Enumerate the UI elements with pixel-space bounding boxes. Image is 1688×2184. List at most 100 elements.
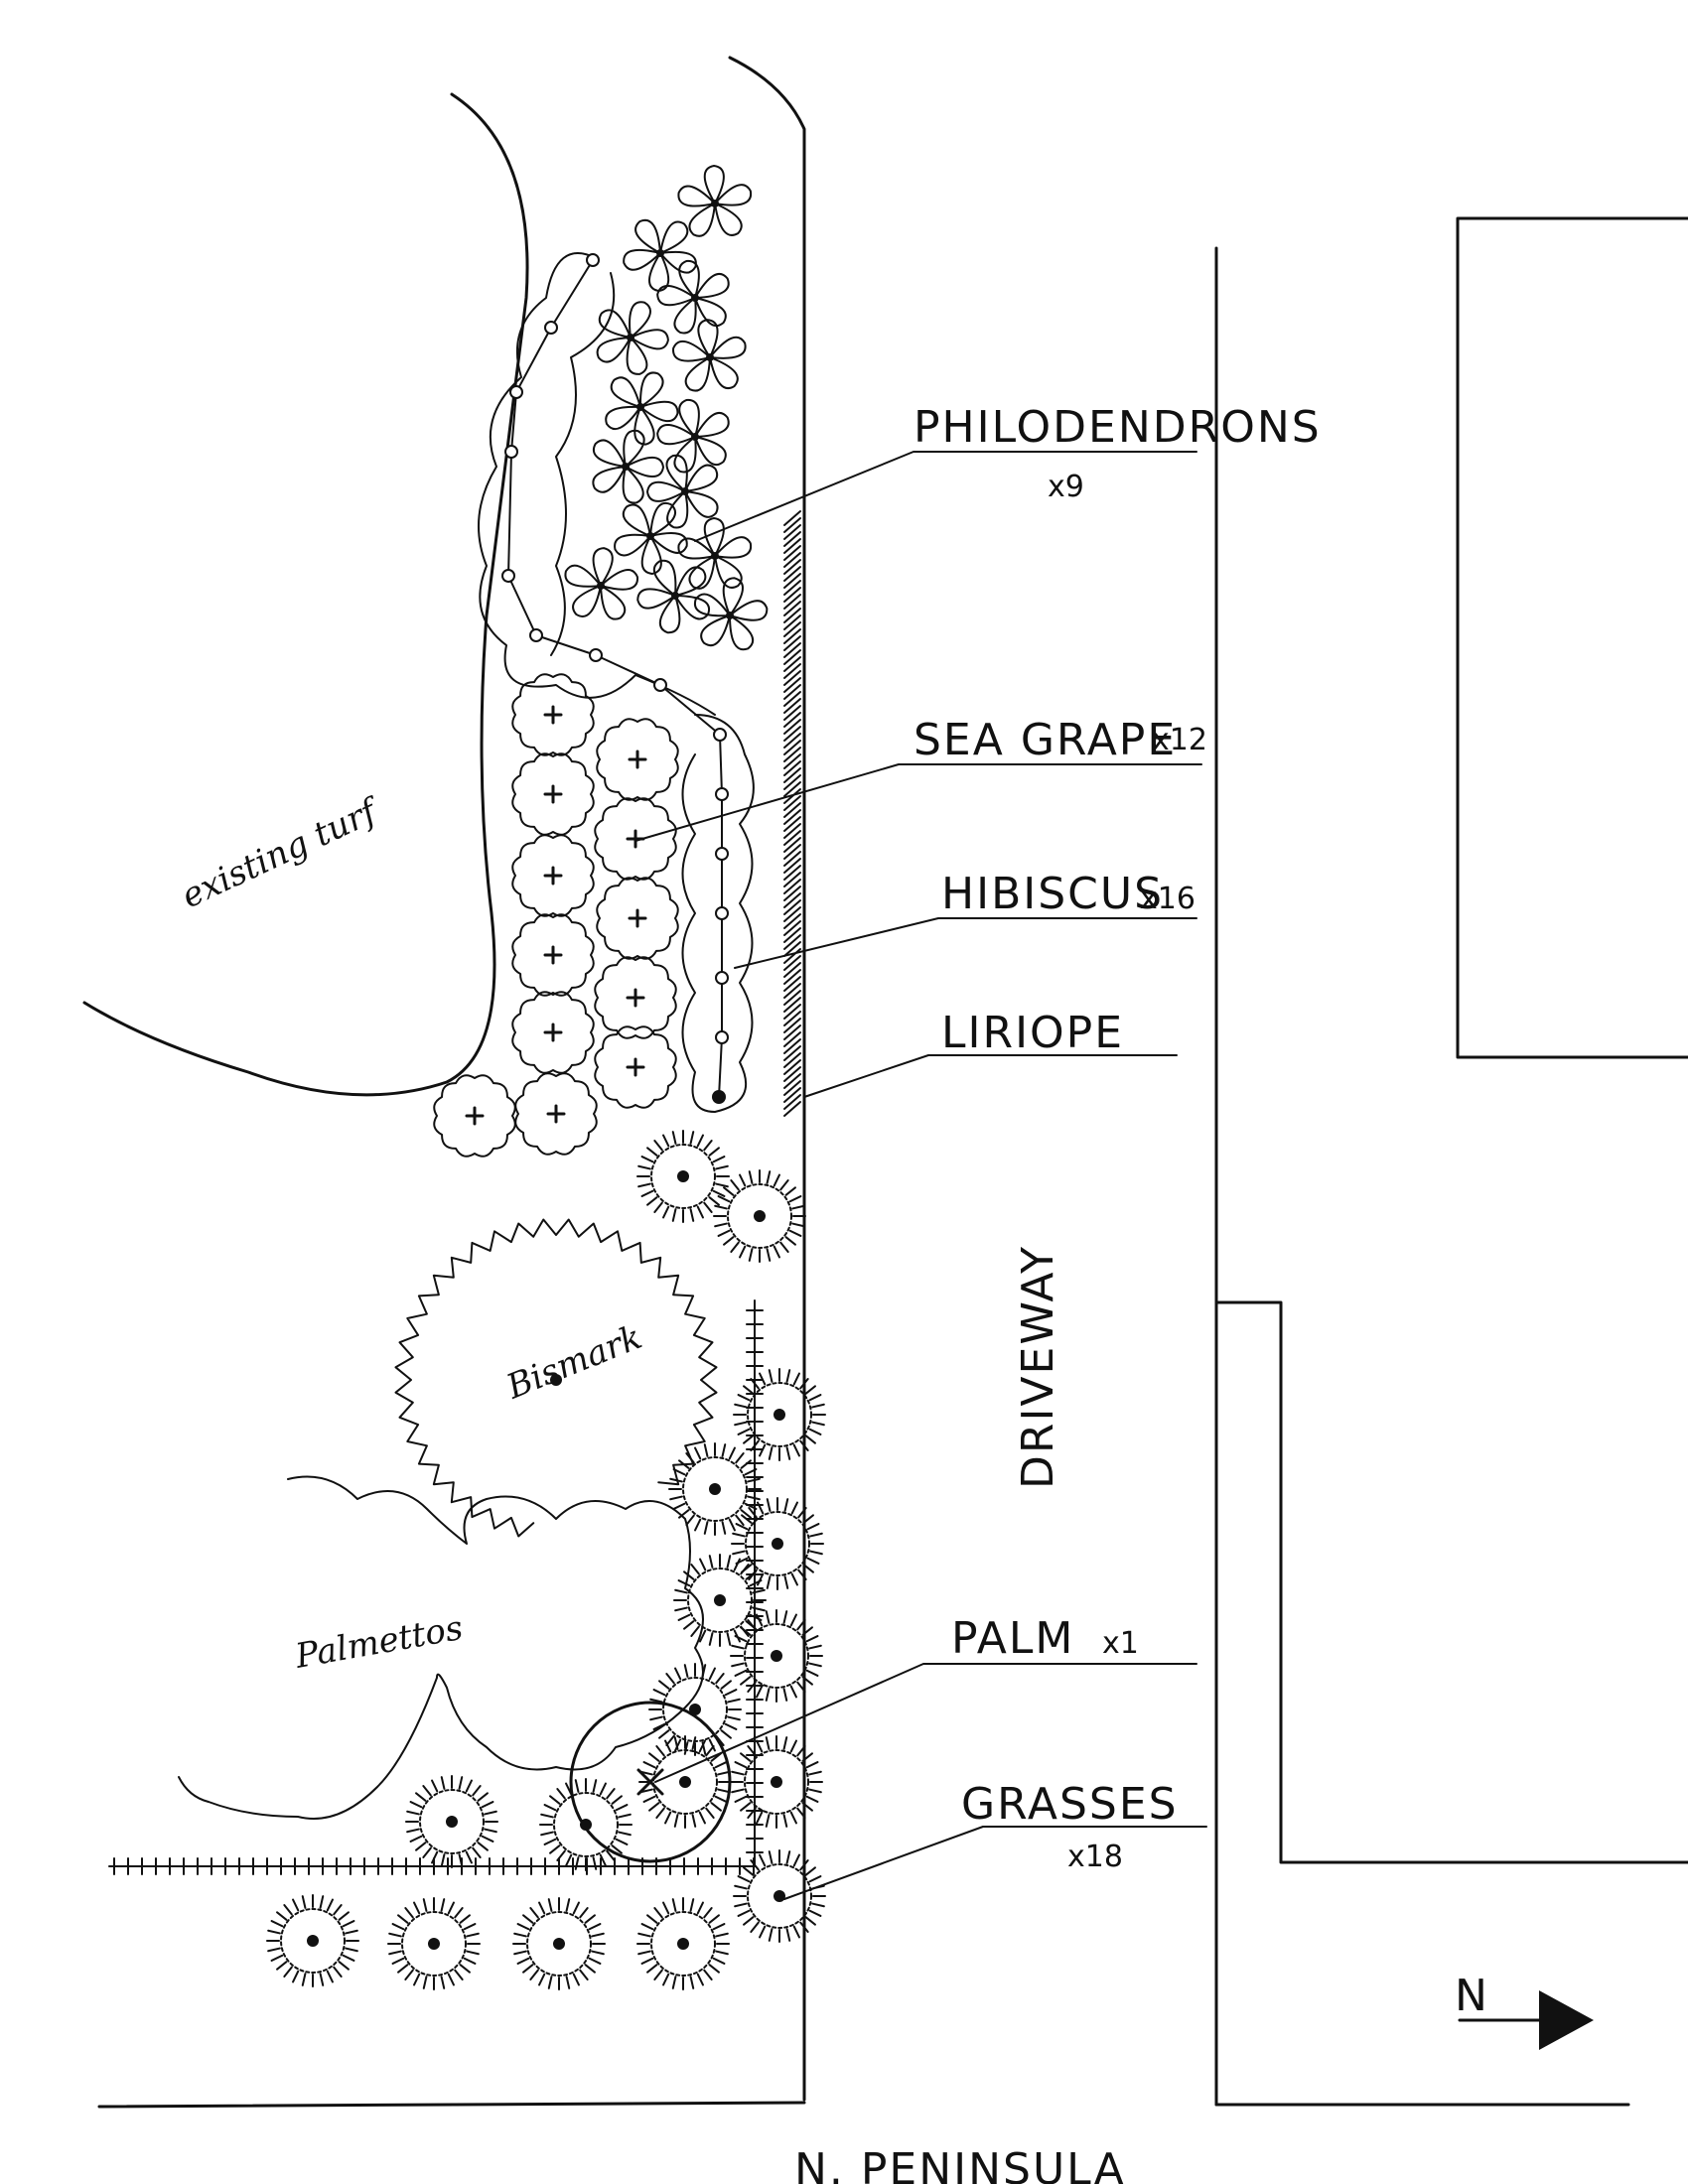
liriope-hatch-stroke xyxy=(783,899,801,915)
grass-blade xyxy=(683,1664,689,1678)
grass-blade xyxy=(333,1904,343,1916)
philodendron-leaf xyxy=(684,356,711,392)
grass-blade xyxy=(618,1813,632,1819)
grass-blade xyxy=(779,1241,789,1253)
grass-blade xyxy=(811,1421,825,1427)
grass-blade xyxy=(792,1925,800,1939)
grass-blade xyxy=(796,1619,806,1631)
grass-blade xyxy=(283,1904,293,1916)
grass-blade xyxy=(543,1804,557,1812)
grass-blade xyxy=(732,1550,746,1556)
grass-blade xyxy=(732,1532,746,1538)
grass-blade xyxy=(715,1734,725,1746)
grass xyxy=(713,1169,806,1263)
grass-blade xyxy=(759,1443,767,1457)
philodendron xyxy=(605,371,679,446)
label-hibiscus-qty: x16 xyxy=(1140,882,1196,916)
label-palm: PALM xyxy=(951,1613,1074,1664)
grass-blade xyxy=(744,1468,758,1476)
liriope-hatch-stroke xyxy=(783,712,801,728)
grass-blade xyxy=(734,1669,748,1677)
liriope-hatch-stroke xyxy=(783,1073,801,1089)
grass-blade xyxy=(768,1369,774,1383)
grass-blade xyxy=(785,1850,791,1864)
grass-blade xyxy=(805,1761,819,1769)
grass-blade xyxy=(705,1807,715,1819)
philodendron-leaf xyxy=(694,273,730,299)
grass-blade xyxy=(326,1898,334,1912)
grass-blade xyxy=(658,1680,670,1690)
philodendron-leaf xyxy=(646,480,686,502)
grass-blade xyxy=(338,1961,350,1971)
grass-blade xyxy=(708,1632,714,1646)
grass-blade xyxy=(522,1914,534,1924)
grass-blade xyxy=(477,1792,489,1802)
grass-blade xyxy=(720,1729,732,1739)
philodendron xyxy=(646,454,719,529)
grass-blade xyxy=(606,1849,616,1861)
grass-blade xyxy=(740,1802,752,1812)
grass-blade xyxy=(466,1950,480,1956)
philodendron-center xyxy=(691,294,699,302)
grass-blade xyxy=(690,1625,700,1637)
liriope-hatch-stroke xyxy=(783,997,801,1013)
grass-center xyxy=(771,1650,782,1662)
grass-blade xyxy=(440,1976,446,1989)
grass xyxy=(733,1368,826,1461)
grass-blade xyxy=(404,1907,414,1919)
hibiscus-node xyxy=(509,385,523,399)
grass-blade xyxy=(802,1564,814,1573)
grass-blade xyxy=(665,1734,675,1746)
grass-blade xyxy=(556,1849,566,1861)
grass-blade xyxy=(731,1644,745,1650)
grass-blade xyxy=(712,1156,726,1163)
grass-blade xyxy=(734,1884,748,1890)
philodendron xyxy=(656,259,730,335)
leader-grasses xyxy=(783,1826,1207,1900)
grass-blade xyxy=(743,1385,755,1395)
grass-blade xyxy=(735,1452,745,1464)
grass-blade xyxy=(696,1134,704,1148)
grass-blade xyxy=(757,1572,765,1586)
grass-blade xyxy=(708,1738,716,1752)
liriope-hatch-stroke xyxy=(783,517,801,533)
philodendron-leaf xyxy=(610,376,641,408)
liriope-hatch-stroke xyxy=(783,545,801,561)
grass-blade xyxy=(699,1629,707,1643)
grass-blade xyxy=(440,1776,446,1790)
philodendron xyxy=(677,165,753,237)
liriope-hatch-stroke xyxy=(783,740,801,755)
hibiscus-node xyxy=(589,648,603,662)
liriope-hatch-stroke xyxy=(783,795,801,811)
grass-blade xyxy=(672,1502,686,1510)
north-arrow-head xyxy=(1539,1990,1594,2050)
grass-blade xyxy=(741,1514,753,1524)
grass-center xyxy=(771,1776,782,1788)
grass-blade xyxy=(708,1964,720,1974)
philodendron-leaf xyxy=(694,297,727,328)
grass-ring xyxy=(747,1863,812,1929)
grass-blade xyxy=(694,1446,702,1460)
grass-blade xyxy=(708,1667,716,1681)
philodendron-leaf xyxy=(598,309,632,339)
grass-blade xyxy=(808,1788,822,1794)
grass-blade xyxy=(653,1969,663,1980)
liriope-hatch-stroke xyxy=(783,1052,801,1068)
grass-blade xyxy=(768,1446,774,1460)
grass-blade xyxy=(615,1838,629,1845)
grass-blade xyxy=(703,1907,713,1919)
philodendron-leaf xyxy=(694,436,727,467)
grass-blade xyxy=(783,1575,789,1589)
grass-center xyxy=(689,1704,701,1715)
philodendron-leaf xyxy=(656,285,696,307)
palmettos-label: Palmettos xyxy=(292,1608,466,1677)
grass-blade xyxy=(747,1495,761,1501)
grass-blade xyxy=(599,1782,607,1796)
liriope-hatch-stroke xyxy=(783,858,801,874)
philodendron-leaf xyxy=(729,614,754,651)
grass-blade xyxy=(747,1619,757,1631)
sea-grape xyxy=(596,877,679,960)
grass-blade xyxy=(422,1898,428,1912)
grass-blade xyxy=(811,1902,825,1908)
